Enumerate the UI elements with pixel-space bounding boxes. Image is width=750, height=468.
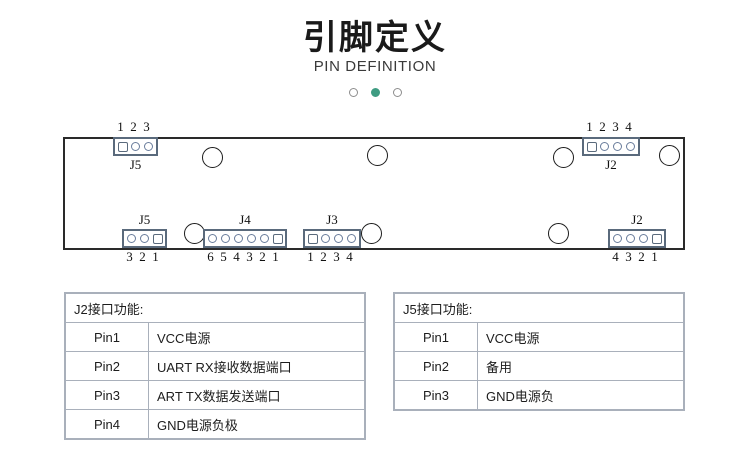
- pin-bottom-j2-4[interactable]: [611, 229, 624, 248]
- pin-bottom-j4-1[interactable]: [271, 229, 284, 248]
- connector-bottom-j2[interactable]: [608, 229, 666, 248]
- connector-bottom-j4[interactable]: [203, 229, 287, 248]
- pin-top-j5-3[interactable]: [142, 137, 155, 156]
- j5-row-3-desc: GND电源负: [477, 380, 684, 410]
- j5-pinout-table: J5接口功能: Pin1 VCC电源 Pin2 备用 Pin3 GND电源负: [393, 292, 685, 411]
- j5-row-1-pin: Pin1: [394, 322, 478, 352]
- j5-table-header: J5接口功能:: [394, 293, 684, 323]
- connector-top-j2[interactable]: [582, 137, 640, 156]
- mounting-hole-top-1: [202, 147, 223, 168]
- connector-top-j2-label: J2: [605, 157, 617, 172]
- mounting-hole-bottom-3: [548, 223, 569, 244]
- carousel-dot-3[interactable]: [392, 88, 402, 97]
- pin-bottom-j4-4[interactable]: [232, 229, 245, 248]
- connector-bottom-j3-pin-numbers: 1 2 3 4: [307, 249, 353, 264]
- table-row: Pin3 GND电源负: [394, 380, 684, 410]
- pin-bottom-j4-6[interactable]: [206, 229, 219, 248]
- pin-bottom-j5-3[interactable]: [125, 229, 138, 248]
- table-header-row: J5接口功能:: [394, 293, 684, 323]
- mounting-hole-top-2: [367, 145, 388, 166]
- connector-bottom-j4-label: J4: [239, 212, 251, 227]
- carousel-dot-1[interactable]: [348, 88, 358, 97]
- pin-top-j5-2[interactable]: [129, 137, 142, 156]
- j2-table-header: J2接口功能:: [65, 293, 365, 323]
- table-header-row: J2接口功能:: [65, 293, 365, 323]
- pin-bottom-j2-1[interactable]: [650, 229, 663, 248]
- page-title: 引脚定义: [303, 19, 447, 57]
- connector-bottom-j5-pin-numbers: 3 2 1: [126, 249, 159, 264]
- pin-bottom-j4-2[interactable]: [258, 229, 271, 248]
- page-subtitle: PIN DEFINITION: [313, 58, 437, 75]
- pin-bottom-j5-2[interactable]: [138, 229, 151, 248]
- table-row: Pin3 ART TX数据发送端口: [65, 380, 365, 410]
- pin-bottom-j4-5[interactable]: [219, 229, 232, 248]
- pin-top-j2-1[interactable]: [585, 137, 598, 156]
- connector-bottom-j5[interactable]: [122, 229, 167, 248]
- j5-row-1-desc: VCC电源: [477, 322, 684, 352]
- mounting-hole-top-3: [553, 147, 574, 168]
- pin-bottom-j5-1[interactable]: [151, 229, 164, 248]
- pin-bottom-j3-4[interactable]: [345, 229, 358, 248]
- j2-row-4-pin: Pin4: [65, 409, 149, 439]
- carousel-dot-2[interactable]: [370, 88, 380, 97]
- carousel-dots: [0, 88, 750, 97]
- mounting-hole-bottom-1: [184, 223, 205, 244]
- j2-row-2-desc: UART RX接收数据端口: [148, 351, 365, 381]
- j5-row-2-desc: 备用: [477, 351, 684, 381]
- connector-top-j5-label: J5: [129, 157, 142, 172]
- pin-bottom-j2-3[interactable]: [624, 229, 637, 248]
- pin-bottom-j3-3[interactable]: [332, 229, 345, 248]
- j2-row-3-desc: ART TX数据发送端口: [148, 380, 365, 410]
- pin-bottom-j3-1[interactable]: [306, 229, 319, 248]
- pin-top-j5-1[interactable]: [116, 137, 129, 156]
- pin-bottom-j4-3[interactable]: [245, 229, 258, 248]
- pin-bottom-j2-2[interactable]: [637, 229, 650, 248]
- j5-row-3-pin: Pin3: [394, 380, 478, 410]
- pin-bottom-j3-2[interactable]: [319, 229, 332, 248]
- j2-row-3-pin: Pin3: [65, 380, 149, 410]
- j5-row-2-pin: Pin2: [394, 351, 478, 381]
- j2-row-2-pin: Pin2: [65, 351, 149, 381]
- j2-pinout-table: J2接口功能: Pin1 VCC电源 Pin2 UART RX接收数据端口 Pi…: [64, 292, 366, 440]
- pin-top-j2-4[interactable]: [624, 137, 637, 156]
- connector-top-j2-pin-numbers: 1 2 3 4: [586, 119, 632, 134]
- table-row: Pin2 备用: [394, 351, 684, 381]
- connector-bottom-j4-pin-numbers: 6 5 4 3 2 1: [207, 249, 279, 264]
- pin-top-j2-3[interactable]: [611, 137, 624, 156]
- j2-row-1-pin: Pin1: [65, 322, 149, 352]
- connector-top-j5[interactable]: [113, 137, 158, 156]
- connector-bottom-j5-label: J5: [138, 212, 151, 227]
- pin-top-j2-2[interactable]: [598, 137, 611, 156]
- mounting-hole-bottom-2: [361, 223, 382, 244]
- table-row: Pin1 VCC电源: [65, 322, 365, 352]
- table-row: Pin4 GND电源负极: [65, 409, 365, 439]
- table-row: Pin2 UART RX接收数据端口: [65, 351, 365, 381]
- table-row: Pin1 VCC电源: [394, 322, 684, 352]
- connector-bottom-j3-label: J3: [326, 212, 338, 227]
- connector-top-j5-pin-numbers: 1 2 3: [117, 119, 150, 134]
- connector-bottom-j3[interactable]: [303, 229, 361, 248]
- j2-row-1-desc: VCC电源: [148, 322, 365, 352]
- connector-bottom-j2-pin-numbers: 4 3 2 1: [612, 249, 658, 264]
- connector-bottom-j2-label: J2: [631, 212, 643, 227]
- mounting-hole-top-4: [659, 145, 680, 166]
- j2-row-4-desc: GND电源负极: [148, 409, 365, 439]
